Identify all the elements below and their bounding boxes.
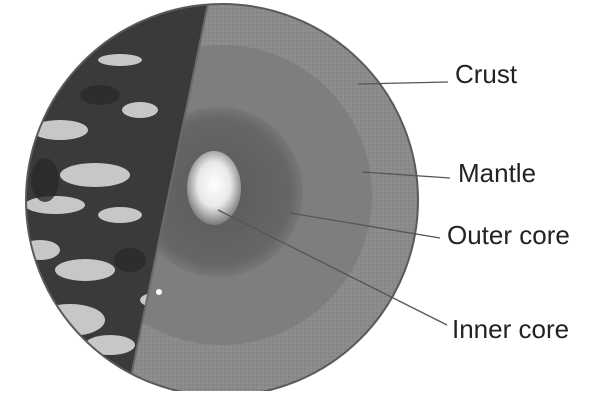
mantle-label: Mantle [458, 160, 536, 186]
inner-core-label: Inner core [452, 316, 569, 342]
crust-label: Crust [455, 61, 517, 87]
inner-core-layer [187, 151, 241, 225]
surface-dot [156, 289, 162, 295]
outer-core-label: Outer core [447, 222, 570, 248]
